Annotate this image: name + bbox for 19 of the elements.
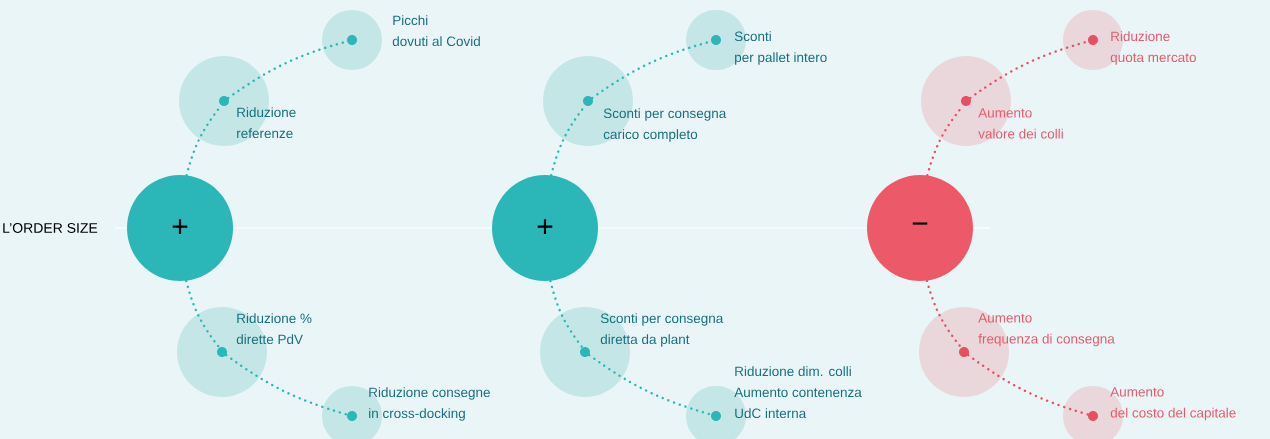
bubble-label: Aumento del costo del capitale: [1110, 387, 1236, 421]
bubble-label: Aumento frequenza di consegna: [978, 313, 1115, 347]
connector: [966, 353, 1090, 416]
bubble-label: Riduzione dim. colli Aumento contenenza UdC interna: [734, 366, 862, 419]
bubble-label: Riduzione referenze: [237, 107, 296, 139]
connector: [588, 353, 713, 416]
connector: [225, 353, 349, 416]
connector: [549, 279, 584, 349]
bubble-label: Sconti per pallet intero: [734, 31, 827, 65]
bubble-label: Sconti per consegna diretta da plant: [600, 313, 724, 347]
bubble-label: Riduzione % dirette PdV: [236, 313, 312, 345]
connector: [185, 279, 221, 349]
axis-label: L’ORDER SIZE: [3, 223, 98, 233]
bubble-label: Riduzione consegne in cross-docking: [369, 387, 490, 421]
bubble-label: Picchi dovuti al Covid: [392, 15, 480, 47]
bubble-label: Riduzione quota mercato: [1110, 31, 1196, 65]
connector: [925, 279, 963, 349]
bubble-label: Sconti per consegna carico completo: [603, 108, 727, 142]
bubble-label: Aumento valore dei colli: [978, 108, 1063, 139]
